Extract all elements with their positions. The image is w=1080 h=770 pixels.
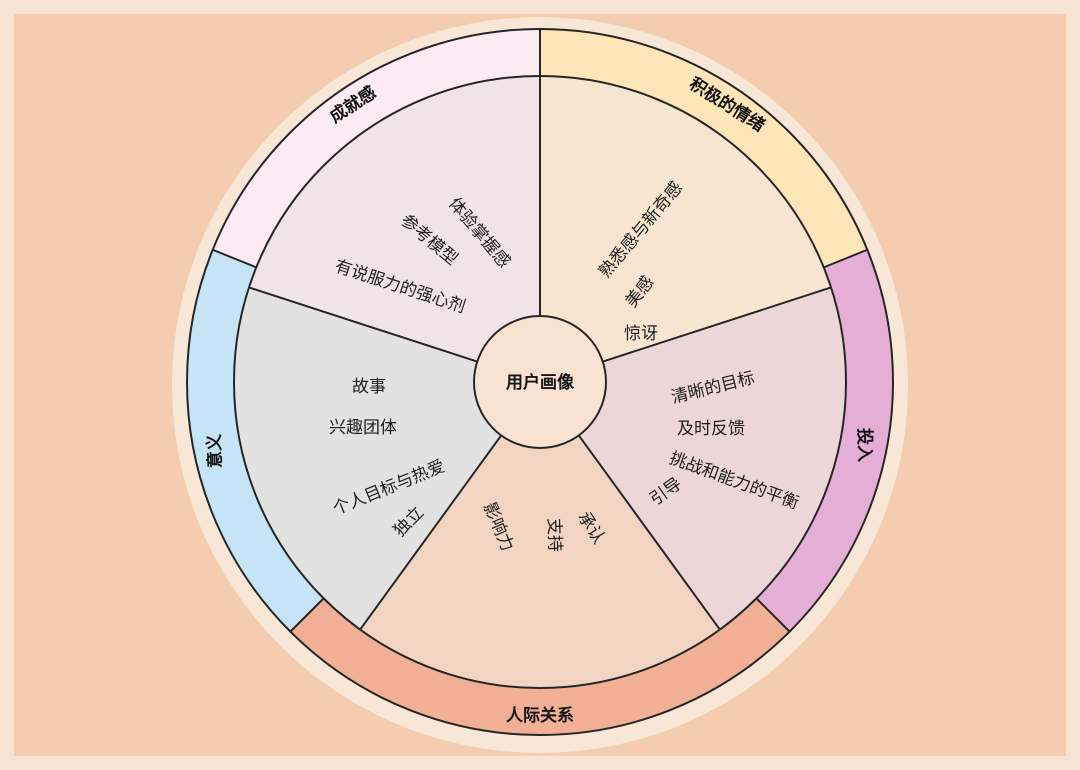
segment-item: 兴趣团体 — [329, 418, 397, 438]
segment-spoke — [596, 286, 832, 365]
segment-fill — [360, 382, 720, 688]
ring-divider — [289, 597, 325, 633]
ring-divider — [823, 248, 868, 269]
ring-divider — [212, 248, 257, 269]
center-label: 用户画像 — [506, 372, 575, 393]
ring-divider — [755, 597, 791, 633]
segment-item: 及时反馈 — [677, 419, 745, 439]
ring-title: 人际关系 — [506, 705, 574, 726]
ring-title: 意义 — [204, 434, 226, 469]
diagram-canvas: 积极的情绪投入人际关系意义成就感 熟悉感与新奇感美感惊讶清晰的目标及时反馈挑战和… — [14, 14, 1066, 756]
center-hub — [473, 315, 607, 449]
segment-item: 故事 — [352, 377, 386, 397]
segment-fill — [540, 76, 832, 382]
ring-title: 投入 — [854, 428, 875, 462]
segment-spoke — [574, 429, 721, 631]
segment-item: 惊讶 — [624, 324, 658, 344]
segment-spoke — [248, 286, 484, 365]
segment-spoke — [359, 429, 506, 631]
segment-item: 支持 — [543, 518, 564, 553]
segment-fill — [540, 287, 846, 630]
segment-fill — [248, 75, 541, 382]
segment-fill — [234, 287, 541, 630]
